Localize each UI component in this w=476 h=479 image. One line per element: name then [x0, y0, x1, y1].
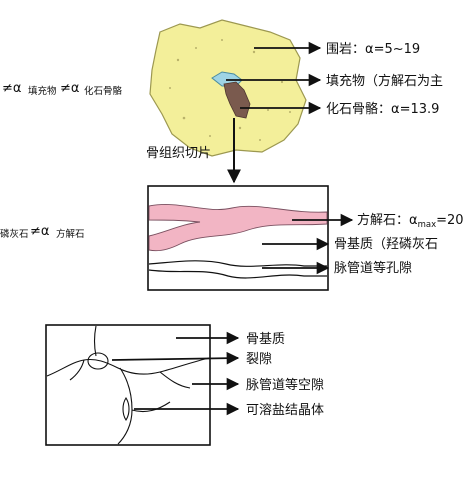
fracture-arrow — [111, 351, 240, 365]
section-step-label: 骨组织切片 — [146, 146, 211, 161]
calcite-label: 方解石 — [56, 228, 85, 240]
rock-texture — [169, 39, 291, 141]
pores-label: 脉管道等孔隙 — [334, 260, 412, 276]
calcite-vein — [148, 204, 328, 252]
soluble-salt-label: 可溶盐结晶体 — [246, 403, 324, 418]
rock-specimen — [149, 19, 307, 157]
neq-alpha-1: ≠α — [2, 81, 21, 96]
filling-label: 填充物（方解石为主 — [326, 73, 443, 89]
left-note-apatite-vs-calcite: 磷灰石 ≠α 方解石 — [0, 224, 85, 240]
bone-matrix-label: 骨基质（羟磷灰石 — [334, 237, 438, 252]
surrounding-rock-label: 围岩：α=5~19 — [326, 42, 420, 57]
fracture-label: 裂隙 — [246, 352, 272, 367]
fracture-network — [46, 325, 210, 445]
left-note-fill-vs-bone: ≠α 填充物 ≠α 化石骨骼 — [2, 81, 123, 97]
apatite-label: 磷灰石 — [0, 228, 29, 240]
vascular-space-label: 脉管道等空隙 — [246, 377, 324, 393]
micro-sketch — [45, 324, 211, 446]
fossil-bone — [223, 81, 251, 119]
vascular-cavity — [87, 352, 109, 370]
salt-crystal — [122, 397, 130, 421]
pore-channel-upper — [148, 260, 327, 267]
micro-bone-matrix-label: 骨基质 — [246, 332, 285, 347]
calcite-label-right: 方解石：αmax=20 — [357, 212, 464, 230]
neq-alpha-3: ≠α — [30, 224, 49, 239]
pore-channel-lower — [148, 269, 327, 279]
neq-alpha-2: ≠α — [60, 81, 79, 96]
fossil-bone-label-right: 化石骨骼：α=13.9 — [326, 101, 439, 117]
fossil-bone-label: 化石骨骼 — [84, 85, 123, 97]
thin-section — [147, 185, 329, 291]
fill-label: 填充物 — [28, 85, 57, 97]
